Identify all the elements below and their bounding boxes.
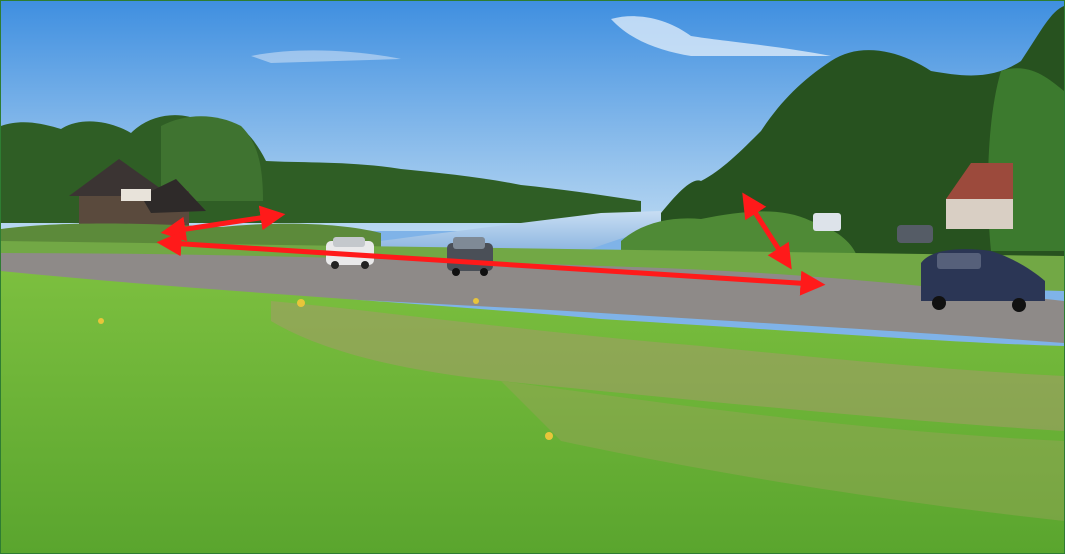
grass-foreground [1,271,1064,553]
flower [98,318,104,324]
arrow-annotation-short-left [160,205,286,242]
cloud [251,50,401,63]
cloud [611,16,831,56]
tree-line-left-highlight [161,116,263,201]
arrow-annotation-long [156,231,826,296]
dry-grass-band-lower [501,381,1064,521]
flower [473,298,479,304]
dry-grass-band [271,301,1064,431]
dark-blue-car-right [921,249,1045,312]
red-roof-house [946,163,1013,229]
white-van [813,213,841,231]
arrow-annotation-diagonal-right [742,192,792,270]
far-car [897,225,933,243]
flower [545,432,553,440]
flower [297,299,305,307]
